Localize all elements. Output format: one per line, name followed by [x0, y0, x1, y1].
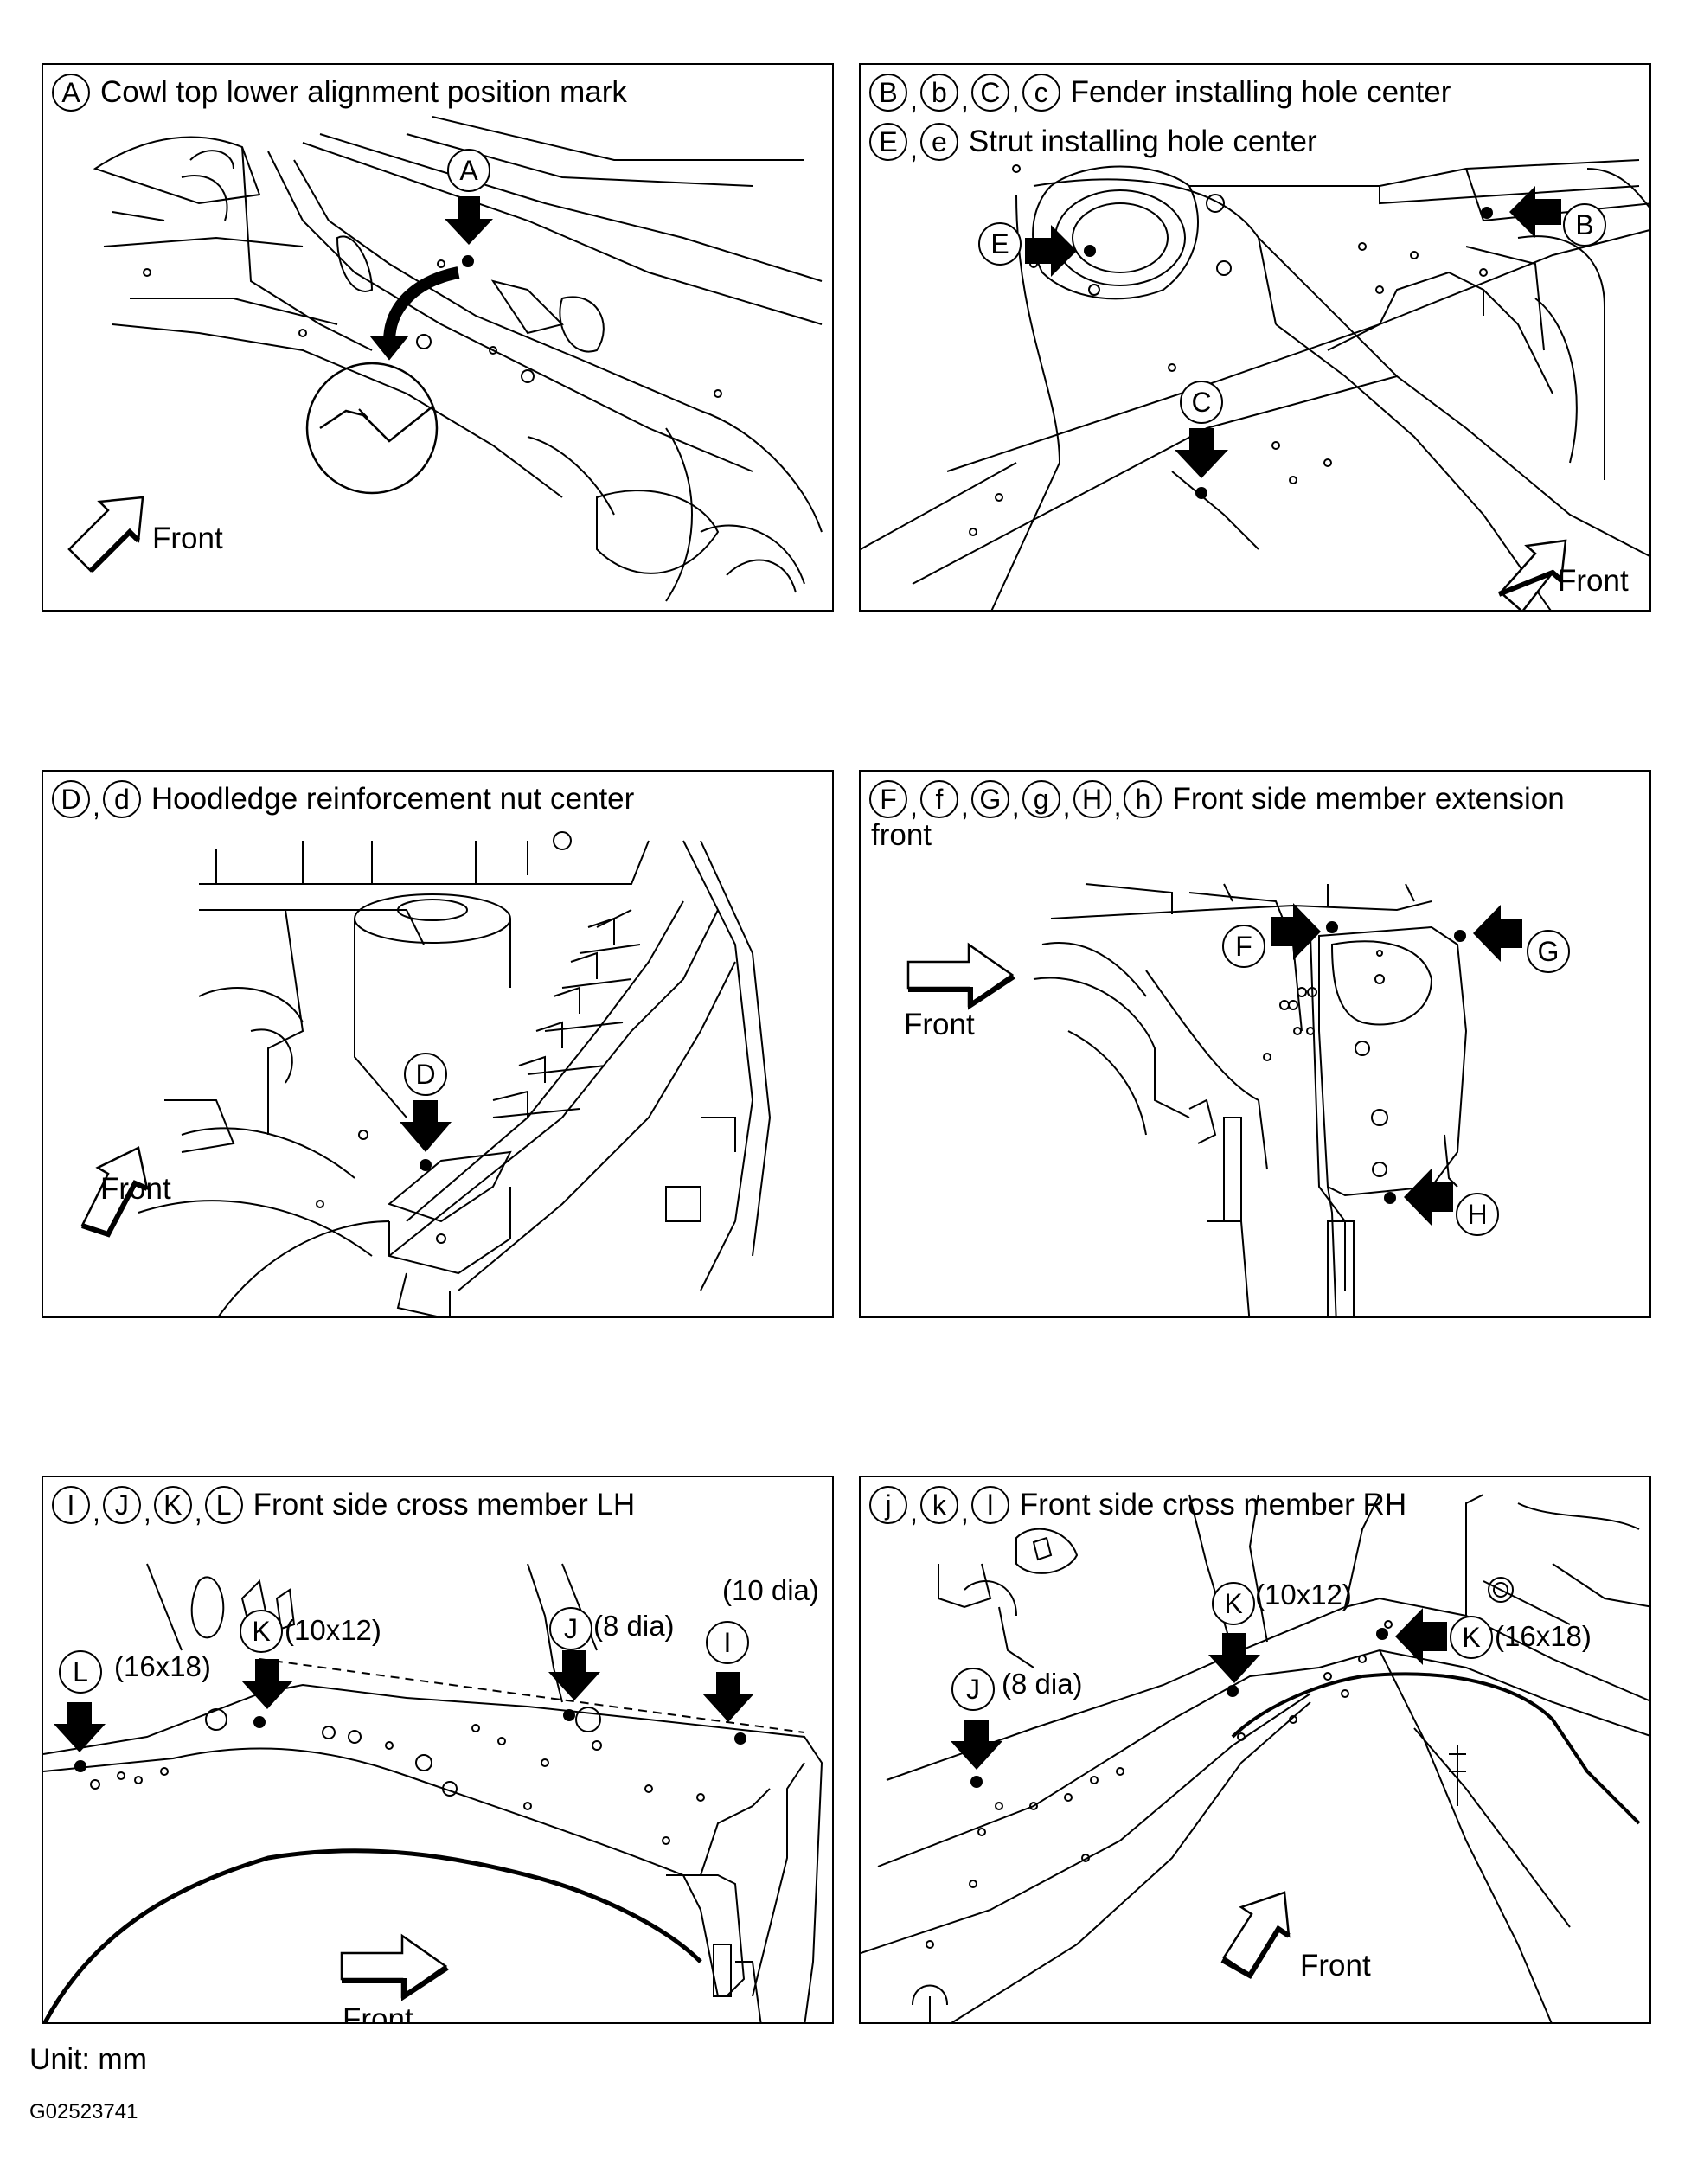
panel-cross-member-lh-drawing — [43, 1563, 823, 2022]
ref-letter: A — [52, 74, 90, 112]
figure-code: G02523741 — [29, 2100, 138, 2123]
panel-title-text: Front side member extension — [1172, 782, 1565, 816]
panel-hoodledge-title: D, d Hoodledge reinforcement nut center — [52, 780, 635, 822]
size-label: (10x12) — [285, 1614, 381, 1646]
front-direction-label: Front — [100, 1172, 171, 1206]
ref-letter: h — [1124, 780, 1163, 818]
ref-letter: K — [153, 1486, 192, 1524]
ref-letter: I — [52, 1486, 90, 1524]
ref-letter: b — [919, 74, 958, 112]
panel-title-text: Hoodledge reinforcement nut center — [151, 782, 635, 816]
panel-title-text: Front side cross member RH — [1019, 1488, 1407, 1521]
ref-letter: f — [919, 780, 958, 818]
panel-title-continuation: front — [871, 818, 932, 852]
ref-letter: B — [869, 74, 907, 112]
callout-i: I — [706, 1621, 749, 1664]
ref-letter: L — [204, 1486, 243, 1524]
panel-cowl-top: A Cowl top lower alignment position mark… — [42, 63, 834, 612]
ref-letter: g — [1022, 780, 1060, 818]
ref-letter: k — [919, 1486, 958, 1524]
callout-a: A — [447, 149, 490, 192]
callout-k: K — [240, 1610, 283, 1653]
panel-cross-member-rh: j, k, l Front side cross member RH K (10… — [859, 1476, 1651, 2024]
panel-fender-title-2: E, e Strut installing hole center — [869, 123, 1317, 164]
callout-j: J — [951, 1668, 995, 1711]
size-label: (8 dia) — [1002, 1668, 1083, 1700]
callout-g: G — [1527, 930, 1570, 973]
panel-cross-member-rh-drawing — [861, 1494, 1649, 2022]
ref-letter: e — [919, 123, 958, 161]
front-direction-label: Front — [152, 522, 223, 555]
callout-k: K — [1212, 1582, 1255, 1625]
panel-cross-member-lh-title: I, J, K, L Front side cross member LH — [52, 1486, 636, 1528]
panel-side-member-ext: F, f, G, g, H, h Front side member exten… — [859, 770, 1651, 1318]
size-label: (10 dia) — [722, 1574, 819, 1606]
ref-letter: H — [1073, 780, 1111, 818]
front-direction-label: Front — [343, 2002, 413, 2024]
ref-letter: D — [52, 780, 90, 818]
panel-cross-member-rh-title: j, k, l Front side cross member RH — [869, 1486, 1407, 1528]
panel-title-text: Front side cross member LH — [253, 1488, 636, 1521]
callout-k: K — [1450, 1616, 1493, 1659]
size-label: (8 dia) — [593, 1610, 675, 1642]
callout-h: H — [1456, 1193, 1499, 1236]
callout-c: C — [1180, 381, 1223, 424]
callout-f: F — [1222, 925, 1265, 968]
panel-cross-member-lh: I, J, K, L Front side cross member LH L … — [42, 1476, 834, 2024]
size-label: (16x18) — [114, 1650, 211, 1682]
unit-label: Unit: mm — [29, 2043, 147, 2076]
size-label: (16x18) — [1495, 1620, 1592, 1652]
ref-letter: d — [102, 780, 141, 818]
ref-letter: J — [102, 1486, 141, 1524]
ref-letter: j — [869, 1486, 907, 1524]
panel-fender-strut: B, b, C, c Fender installing hole center… — [859, 63, 1651, 612]
size-label: (10x12) — [1255, 1579, 1352, 1611]
front-direction-label: Front — [1300, 1949, 1371, 1982]
callout-d: D — [404, 1053, 447, 1096]
panel-cowl-top-drawing — [67, 116, 823, 602]
panel-side-member-ext-title: F, f, G, g, H, h Front side member exten… — [869, 780, 1565, 822]
front-direction-label: Front — [1558, 564, 1629, 598]
ref-letter: E — [869, 123, 907, 161]
ref-letter: G — [970, 780, 1009, 818]
ref-letter: c — [1022, 74, 1060, 112]
panel-title-text: Fender installing hole center — [1070, 75, 1451, 109]
panel-title-text: Strut installing hole center — [968, 125, 1317, 158]
ref-letter: F — [869, 780, 907, 818]
panel-fender-strut-drawing — [861, 159, 1649, 610]
panel-side-member-ext-drawing — [906, 883, 1522, 1316]
panel-fender-title-1: B, b, C, c Fender installing hole center — [869, 74, 1451, 115]
callout-b: B — [1563, 203, 1606, 247]
panel-hoodledge: D, d Hoodledge reinforcement nut center … — [42, 770, 834, 1318]
callout-l: L — [59, 1650, 102, 1694]
front-direction-label: Front — [904, 1008, 975, 1041]
panel-hoodledge-drawing — [80, 831, 772, 1316]
panel-cowl-top-title: A Cowl top lower alignment position mark — [52, 74, 627, 112]
ref-letter: l — [970, 1486, 1009, 1524]
ref-letter: C — [970, 74, 1009, 112]
callout-j: J — [549, 1607, 592, 1650]
callout-e: E — [978, 222, 1022, 266]
panel-title-text: Cowl top lower alignment position mark — [100, 75, 627, 109]
